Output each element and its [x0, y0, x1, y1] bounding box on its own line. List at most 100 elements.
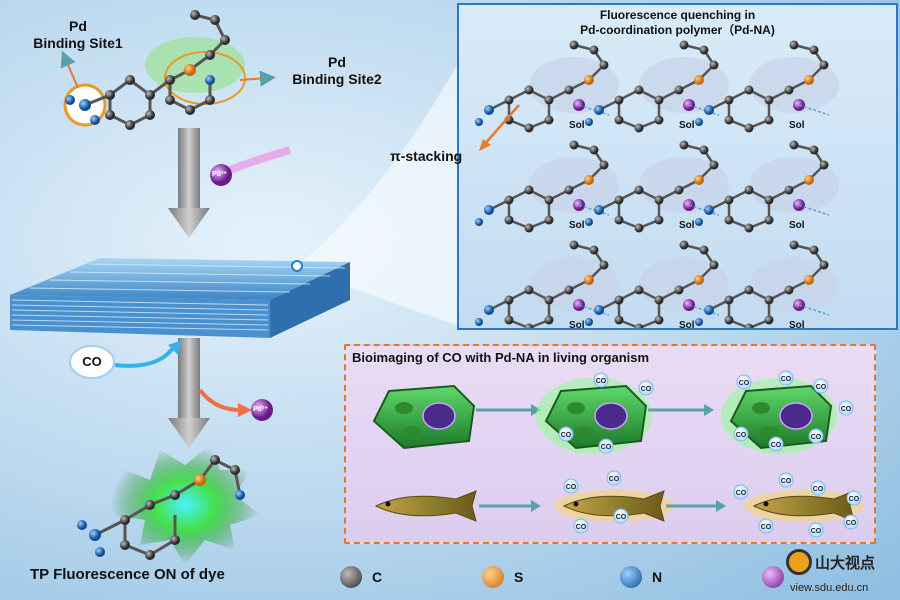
pd-na-unit: Sol	[475, 240, 619, 328]
nitrogen-atom	[594, 105, 604, 115]
co-arrow	[114, 343, 177, 368]
carbon-atom	[789, 40, 799, 50]
legend-ball-s	[482, 566, 504, 588]
coordination-bond	[798, 204, 830, 216]
cell-before	[372, 384, 476, 450]
co-bubble-circle	[778, 370, 794, 386]
carbon-atom	[724, 295, 734, 305]
cell-during	[536, 378, 652, 454]
co-bubble-circle	[598, 438, 614, 454]
co-bubble: CO	[733, 426, 749, 442]
stacking-arrow-head	[479, 139, 491, 151]
carbon-atom	[809, 45, 819, 55]
carbon-atom	[504, 195, 514, 205]
co-bubble: CO	[736, 374, 752, 390]
carbon-atom	[564, 85, 574, 95]
bio-arrow-cell-1-head	[531, 404, 541, 416]
coordination-bond	[798, 304, 830, 316]
sol-label: Sol	[679, 320, 695, 328]
site1-label-line1: Pd	[69, 18, 87, 34]
carbon-atom	[504, 215, 514, 225]
carbon-atom	[544, 115, 554, 125]
nitrogen-atom	[695, 218, 703, 226]
pd-ion-out	[251, 399, 273, 421]
pd-panel-title-line2: Pd-coordination polymer（Pd-NA)	[580, 23, 775, 37]
co-bubble-circle	[733, 484, 749, 500]
co-bubble: CO	[563, 478, 579, 494]
co-bubble-circle	[758, 518, 774, 534]
co-bubble-label: CO	[566, 484, 577, 491]
stacking-arrow	[483, 104, 520, 146]
carbon-atom	[524, 185, 534, 195]
carbon-atom	[569, 40, 579, 50]
pd-na-unit: Sol	[695, 240, 839, 328]
pd-ion-trail	[223, 146, 292, 176]
nitrogen-atom	[585, 118, 593, 126]
pd-na-unit: Sol	[585, 240, 729, 328]
co-bubble-label: CO	[846, 520, 857, 527]
carbon-atom	[524, 123, 534, 133]
pd-panel-title: Fluorescence quenching in Pd-coordinatio…	[459, 8, 896, 38]
legend-ball-c	[340, 566, 362, 588]
legend-ball-pd	[762, 566, 784, 588]
carbon-atom	[614, 195, 624, 205]
zoom-funnel	[297, 60, 460, 326]
bio-panel-title: Bioimaging of CO with Pd-NA in living or…	[352, 350, 650, 365]
carbon-atom	[744, 123, 754, 133]
carbon-atom	[789, 140, 799, 150]
carbon-atom	[744, 285, 754, 295]
legend-label-n: N	[652, 569, 663, 585]
co-bubble-main	[69, 345, 115, 379]
fish-after	[744, 490, 864, 522]
carbon-atom	[744, 323, 754, 328]
co-bubble: CO	[813, 378, 829, 394]
co-bubble: CO	[613, 508, 629, 524]
watermark-brand: 山大视点	[815, 554, 876, 572]
carbon-atom	[709, 60, 719, 70]
carbon-atom	[724, 115, 734, 125]
carbon-atom	[524, 285, 534, 295]
site1-label-line2: Binding Site1	[33, 35, 123, 51]
carbon-atom	[789, 240, 799, 250]
carbon-atom	[569, 140, 579, 150]
pd-polymer-panel: Fluorescence quenching in Pd-coordinatio…	[457, 3, 898, 330]
co-bubble: CO	[558, 426, 574, 442]
carbon-atom	[709, 160, 719, 170]
pd-na-unit: Sol	[585, 140, 729, 233]
co-bubble: CO	[606, 470, 622, 486]
carbon-atom	[784, 285, 794, 295]
co-bubble: CO	[808, 428, 824, 444]
co-bubble-label: CO	[736, 490, 747, 497]
site2-label-line1: Pd	[328, 54, 346, 70]
carbon-atom	[614, 295, 624, 305]
carbon-atom	[819, 260, 829, 270]
carbon-atom	[589, 245, 599, 255]
co-bubble-circle	[638, 380, 654, 396]
sol-label: Sol	[569, 120, 585, 131]
co-bubble-circle	[810, 480, 826, 496]
co-bubble: CO	[593, 372, 609, 388]
sol-label: Sol	[569, 220, 585, 231]
co-bubble: CO	[733, 484, 749, 500]
co-bubble-circle	[606, 470, 622, 486]
carbon-atom	[764, 215, 774, 225]
sol-label: Sol	[679, 220, 695, 231]
nitrogen-atom	[594, 205, 604, 215]
carbon-atom	[654, 215, 664, 225]
carbon-atom	[634, 285, 644, 295]
carbon-atom	[654, 295, 664, 305]
legend-label-c: C	[372, 569, 383, 585]
sol-label: Sol	[789, 320, 805, 328]
carbon-atom	[504, 295, 514, 305]
carbon-atom	[654, 115, 664, 125]
carbon-atom	[764, 95, 774, 105]
polymer-stack	[10, 258, 350, 338]
carbon-atom	[674, 285, 684, 295]
unit-ring	[507, 300, 551, 328]
co-bubble-circle	[778, 472, 794, 488]
carbon-atom	[524, 323, 534, 328]
co-bubble-label: CO	[811, 528, 822, 535]
carbon-atom	[504, 315, 514, 325]
